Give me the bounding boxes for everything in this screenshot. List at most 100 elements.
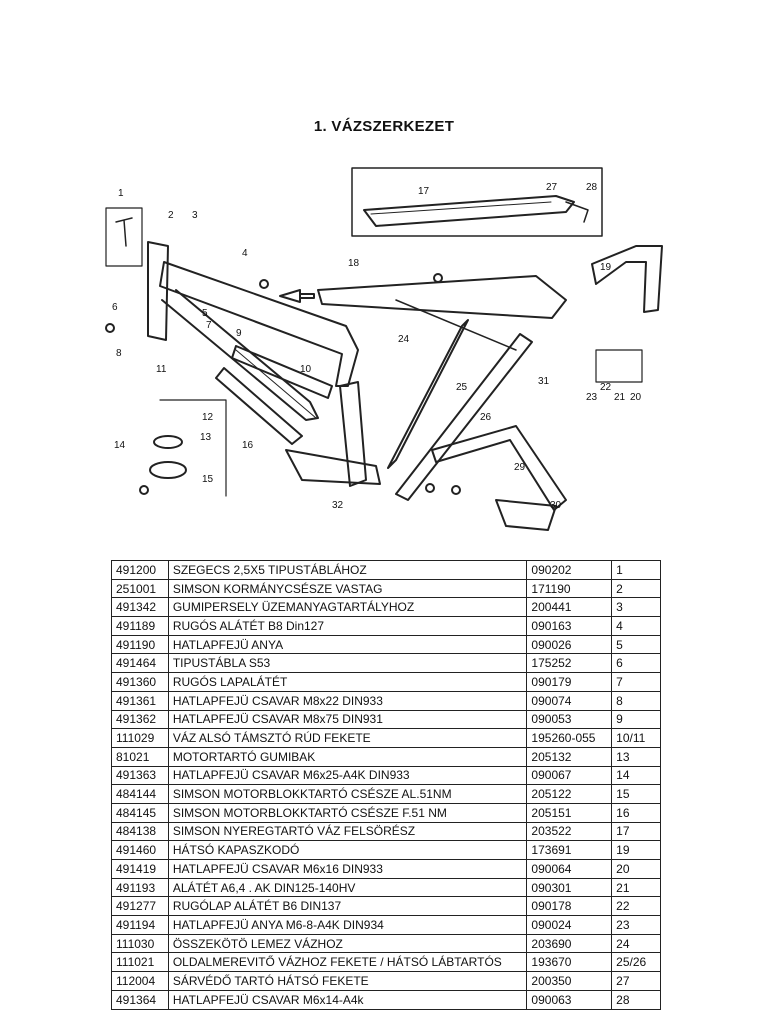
diagram-number-cell: 3 <box>611 597 661 618</box>
diagram-number-cell: 6 <box>611 653 661 674</box>
part-code-cell: 81021 <box>111 746 169 767</box>
part-code-cell: 111029 <box>111 728 169 748</box>
callout-28: 28 <box>586 182 598 193</box>
diagram-number-cell: 19 <box>611 840 661 860</box>
reference-number-cell: 200350 <box>526 971 613 991</box>
part-code-cell: 491362 <box>111 709 169 730</box>
diagram-number-cell: 27 <box>611 971 661 991</box>
saddle-frame-upper <box>363 195 575 227</box>
part-code-cell: 491190 <box>111 634 169 655</box>
callout-14: 14 <box>114 440 126 451</box>
part-name-cell: SIMSON MOTORBLOKKTARTÓ CSÉSZE AL.51NM <box>167 784 528 804</box>
callout-15: 15 <box>202 474 214 485</box>
reference-number-cell: 205151 <box>526 802 613 823</box>
part-name-cell: GUMIPERSELY ÜZEMANYAGTARTÁLYHOZ <box>167 597 528 618</box>
part-code-cell: 484145 <box>111 802 169 823</box>
inset-box-1 <box>105 207 143 267</box>
reference-number-cell: 195260-055 <box>526 728 613 748</box>
diagram-number-cell: 1 <box>611 560 661 580</box>
callout-19: 19 <box>600 262 612 273</box>
part-name-cell: HATLAPFEJÜ CSAVAR M6x16 DIN933 <box>167 859 528 879</box>
callout-13: 13 <box>200 432 212 443</box>
callout-12: 12 <box>202 412 214 423</box>
part-name-cell: RUGÓS ALÁTÉT B8 Din127 <box>167 616 528 636</box>
part-name-cell: SÁRVÉDŐ TARTÓ HÁTSÓ FEKETE <box>167 971 528 991</box>
diagram-number-cell: 8 <box>611 690 661 711</box>
diagram-number-cell: 17 <box>611 821 661 842</box>
callout-3: 3 <box>192 210 198 221</box>
part-code-cell: 491464 <box>111 653 169 674</box>
diagram-number-cell: 10/11 <box>611 728 661 748</box>
part-name-cell: HATLAPFEJÜ CSAVAR M8x22 DIN933 <box>167 690 528 711</box>
diagram-number-cell: 4 <box>611 616 661 636</box>
part-name-cell: TIPUSTÁBLA S53 <box>167 653 528 674</box>
engine-block-cup-15 <box>149 461 187 479</box>
lower-support-rod-10 <box>231 345 333 399</box>
connecting-plate-24 <box>387 319 469 469</box>
lower-frame-tube <box>161 289 319 421</box>
diagram-callouts: 1 2 3 4 5 6 7 8 9 10 11 12 13 14 15 16 1… <box>112 182 642 511</box>
reference-number-cell: 171190 <box>526 578 613 599</box>
callout-24: 24 <box>398 334 410 345</box>
reference-number-cell: 090064 <box>526 859 613 879</box>
callout-4: 4 <box>242 248 248 259</box>
callout-9: 9 <box>236 328 242 339</box>
reference-number-cell: 205132 <box>526 746 613 767</box>
callout-29: 29 <box>514 462 526 473</box>
part-name-cell: VÁZ ALSÓ TÁMSZTÓ RÚD FEKETE <box>167 728 528 748</box>
callout-27: 27 <box>546 182 558 193</box>
engine-mount-base-32 <box>285 449 381 485</box>
page-title: 1. VÁZSZERKEZET <box>313 118 455 135</box>
part-name-cell: SIMSON MOTORBLOKKTARTÓ CSÉSZE F.51 NM <box>167 802 528 823</box>
part-name-cell: HATLAPFEJÜ CSAVAR M6x25-A4K DIN933 <box>167 765 528 786</box>
reference-number-cell: 175252 <box>526 653 613 674</box>
part-name-cell: HATLAPFEJÜ ANYA <box>167 634 528 655</box>
callout-22: 22 <box>600 382 612 393</box>
callout-7: 7 <box>206 320 212 331</box>
diagram-number-cell: 13 <box>611 746 661 767</box>
part-code-cell: 491364 <box>111 989 169 1010</box>
part-name-cell: HATLAPFEJÜ CSAVAR M6x14-A4k <box>167 989 528 1010</box>
seat-frame-18 <box>317 275 567 319</box>
reference-number-cell: 090179 <box>526 672 613 692</box>
part-code-cell: 484138 <box>111 821 169 842</box>
callout-30: 30 <box>550 500 562 511</box>
part-name-cell: RUGÓS LAPALÁTÉT <box>167 672 528 692</box>
callout-5: 5 <box>202 308 208 319</box>
diagram-number-cell: 7 <box>611 672 661 692</box>
direction-arrow-left <box>279 289 315 303</box>
part-name-cell: MOTORTARTÓ GUMIBAK <box>167 746 528 767</box>
reference-number-cell: 203690 <box>526 933 613 954</box>
callout-16: 16 <box>242 440 254 451</box>
part-name-cell: ÖSSZEKÖTÖ LEMEZ VÁZHOZ <box>167 933 528 954</box>
diagram-number-cell: 9 <box>611 709 661 730</box>
callout-11: 11 <box>156 364 167 375</box>
diagram-number-cell: 2 <box>611 578 661 599</box>
diagram-number-cell: 23 <box>611 915 661 935</box>
reference-number-cell: 200441 <box>526 597 613 618</box>
callout-21: 21 <box>614 392 626 403</box>
side-brace-25-26 <box>395 333 533 501</box>
fender-bracket-30 <box>495 499 557 531</box>
diagram-number-cell: 5 <box>611 634 661 655</box>
reference-number-cell: 090067 <box>526 765 613 786</box>
part-code-cell: 111021 <box>111 952 169 973</box>
reference-number-cell: 090202 <box>526 560 613 580</box>
part-name-cell: RUGÓLAP ALÁTÉT B6 DIN137 <box>167 896 528 917</box>
callout-25: 25 <box>456 382 468 393</box>
